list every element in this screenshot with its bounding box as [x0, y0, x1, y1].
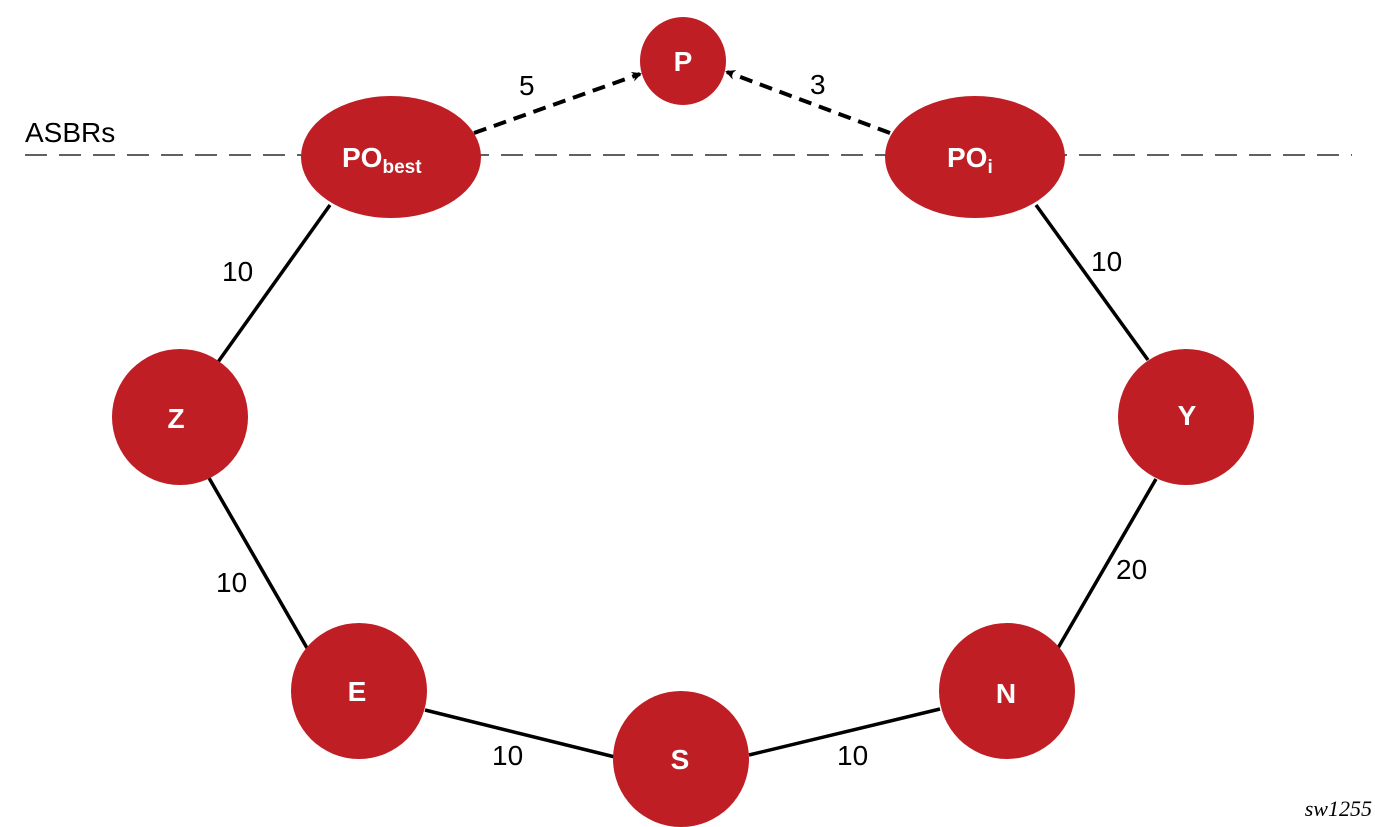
figure-id: sw1255 [1305, 796, 1372, 821]
cost-pobest-p: 5 [519, 70, 535, 101]
asbr-label: ASBRs [25, 117, 115, 148]
node-z: Z [112, 349, 248, 485]
node-pobest: PObest [301, 96, 481, 218]
cost-z-e: 10 [216, 567, 247, 598]
edge-poi-p-arrow [725, 70, 891, 135]
node-p-label: P [674, 46, 693, 77]
node-e: E [291, 623, 427, 759]
cost-y-poi: 10 [1091, 246, 1122, 277]
node-s-label: S [671, 744, 690, 775]
node-pobest-label: PObest [342, 142, 422, 178]
cost-pobest-z: 10 [222, 256, 253, 287]
edge-y-poi [1034, 203, 1150, 362]
node-y: Y [1118, 349, 1254, 485]
edge-n-y [1056, 478, 1158, 649]
node-p: P [640, 17, 726, 105]
node-s: S [613, 691, 749, 827]
edge-pobest-p-arrow [473, 71, 642, 135]
node-poi: POi [885, 96, 1065, 218]
edge-e-s [424, 708, 616, 759]
node-poi-label: POi [947, 142, 993, 178]
cost-n-y: 20 [1116, 554, 1147, 585]
edge-pobest-z [216, 203, 332, 364]
node-n: N [939, 623, 1075, 759]
cost-poi-p: 3 [810, 69, 826, 100]
node-e-label: E [348, 676, 367, 707]
node-n-label: N [996, 678, 1016, 709]
edge-z-e [207, 477, 309, 649]
cost-s-n: 10 [837, 740, 868, 771]
cost-e-s: 10 [492, 740, 523, 771]
edge-s-n [748, 707, 941, 757]
node-z-label: Z [167, 403, 184, 434]
node-y-label: Y [1178, 400, 1197, 431]
